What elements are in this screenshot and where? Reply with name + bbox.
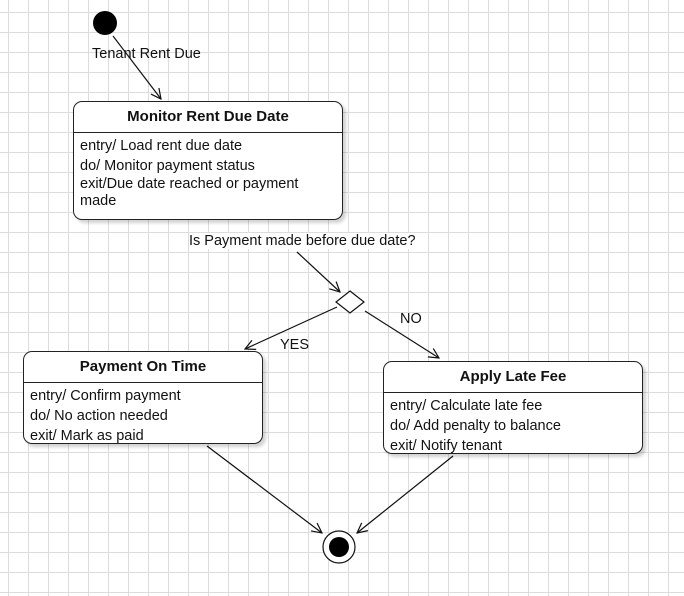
exit-action: exit/ Notify tenant	[390, 438, 503, 454]
do-action: do/ Add penalty to balance	[390, 418, 561, 434]
edge-start-to-monitor	[112, 35, 161, 99]
state-title: Payment On Time	[24, 352, 262, 383]
state-monitor-rent-due-date: Monitor Rent Due Date entry/ Load rent d…	[73, 101, 343, 220]
state-apply-late-fee: Apply Late Fee entry/ Calculate late fee…	[383, 361, 643, 454]
do-action: do/ No action needed	[30, 408, 168, 424]
entry-action: entry/ Calculate late fee	[390, 398, 543, 414]
yes-guard-label: YES	[280, 337, 310, 353]
initial-node	[93, 11, 117, 35]
edge-monitor-to-decision	[296, 251, 340, 292]
final-node	[322, 530, 356, 564]
edge-decision-to-late-fee	[364, 310, 439, 358]
decision-node	[335, 290, 365, 314]
state-title: Apply Late Fee	[384, 362, 642, 393]
start-transition-label: Tenant Rent Due	[92, 46, 201, 62]
state-title: Monitor Rent Due Date	[74, 102, 342, 133]
state-payment-on-time: Payment On Time entry/ Confirm payment d…	[23, 351, 263, 444]
edge-late-fee-to-final	[357, 455, 454, 533]
edge-decision-to-on-time	[245, 306, 338, 349]
exit-action: exit/Due date reached or payment made	[80, 176, 299, 209]
edge-on-time-to-final	[206, 445, 322, 533]
no-guard-label: NO	[400, 311, 422, 327]
entry-action: entry/ Load rent due date	[80, 138, 243, 154]
exit-action: exit/ Mark as paid	[30, 428, 144, 444]
decision-guard-label: Is Payment made before due date?	[189, 233, 416, 249]
entry-action: entry/ Confirm payment	[30, 388, 181, 404]
do-action: do/ Monitor payment status	[80, 158, 255, 174]
